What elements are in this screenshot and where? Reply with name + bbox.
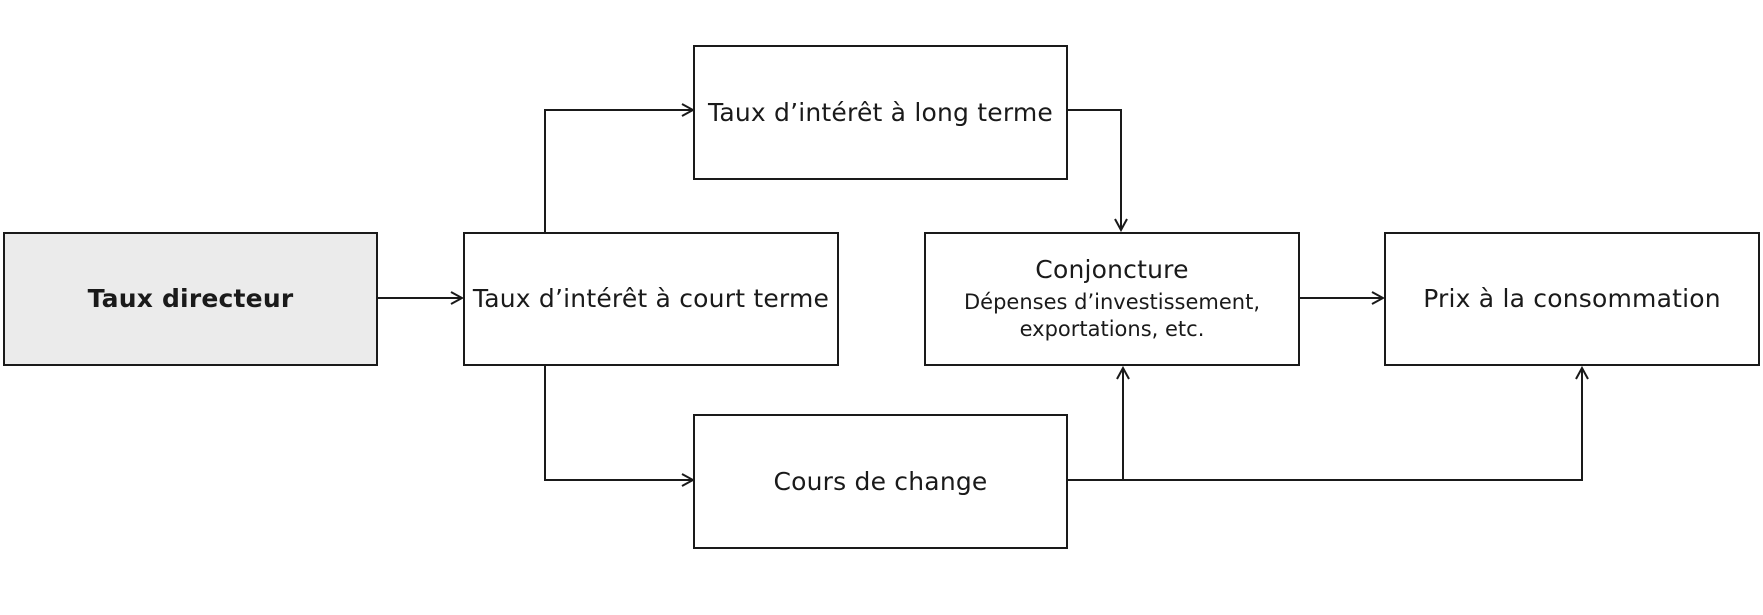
arrow-change-to-prix (1123, 368, 1582, 481)
node-cours-de-change: Cours de change (693, 414, 1068, 549)
node-long-terme-label: Taux d’intérêt à long terme (707, 97, 1053, 127)
arrow-long-terme-to-conjoncture (1067, 109, 1121, 230)
node-cours-de-change-label: Cours de change (773, 466, 988, 496)
node-taux-directeur-label: Taux directeur (87, 284, 294, 313)
arrow-court-terme-to-long-terme (544, 110, 693, 232)
node-conjoncture-detail-line2: exportations, etc. (1019, 317, 1205, 341)
node-conjoncture: Conjoncture Dépenses d’investissement, e… (924, 232, 1300, 366)
node-conjoncture-detail: Dépenses d’investissement, exportations,… (964, 289, 1260, 344)
node-prix-consommation-label: Prix à la consommation (1423, 284, 1721, 313)
node-taux-directeur: Taux directeur (3, 232, 378, 366)
arrow-change-to-conjoncture (1067, 368, 1123, 481)
node-prix-consommation: Prix à la consommation (1384, 232, 1760, 366)
node-conjoncture-detail-line1: Dépenses d’investissement, (963, 289, 1261, 314)
node-conjoncture-label: Conjoncture (1035, 254, 1189, 284)
arrow-court-terme-to-change (544, 366, 693, 480)
node-court-terme-label: Taux d’intérêt à court terme (472, 284, 830, 313)
node-long-terme: Taux d’intérêt à long terme (693, 45, 1068, 180)
node-court-terme: Taux d’intérêt à court terme (463, 232, 839, 366)
